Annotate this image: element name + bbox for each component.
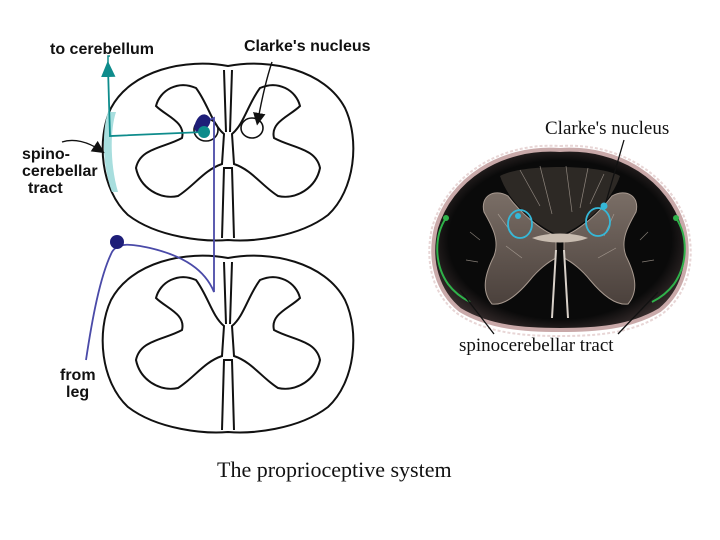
label-spinocerebellar-tract-photo: spinocerebellar tract: [459, 335, 614, 356]
photo-tract-right-dot: [673, 215, 679, 221]
photo-tract-pointer-right: [617, 291, 659, 335]
lower-ventral-fissure: [221, 359, 235, 431]
lower-spinal-section: [101, 254, 355, 434]
tract-highlight: [103, 112, 118, 192]
label-from-leg-line-2: leg: [66, 384, 90, 401]
upper-ventral-fissure: [221, 167, 235, 239]
photo-clarkes-nucleus-right: [585, 207, 611, 237]
photo-clarkes-nucleus-left: [507, 209, 533, 239]
upper-spinal-section: [101, 62, 355, 242]
lower-dorsal-septum: [223, 261, 233, 325]
photo-clarkes-nucleus-right-cell: [600, 202, 608, 210]
to-cerebellum-pointer: [107, 55, 110, 68]
tract-pointer: [61, 139, 105, 154]
label-to-cerebellum: to cerebellum: [50, 41, 155, 58]
clarkes-nucleus-pointer: [253, 61, 273, 126]
label-from-leg: from leg: [60, 367, 96, 401]
lower-gray-matter-left: [134, 276, 226, 390]
photo-tract-pointer-left: [459, 289, 495, 335]
photo-fiber-texture: [465, 165, 655, 263]
photo-tract-left: [436, 217, 471, 303]
label-tract-line-1: spino-: [22, 146, 70, 163]
upper-dorsal-septum: [223, 69, 233, 133]
photo-clarkes-pointer: [605, 139, 625, 203]
photo-commissure: [532, 233, 588, 243]
drg-cell-body: [110, 235, 124, 249]
upper-cord-outline: [101, 62, 355, 242]
photo-tract-right: [651, 217, 686, 303]
label-tract-line-2: cerebellar: [22, 163, 98, 180]
photo-section: [428, 139, 692, 338]
photo-tract-left-dot: [443, 215, 449, 221]
label-spinocerebellar-tract-diagram: spino- cerebellar tract: [22, 146, 98, 197]
label-clarkes-nucleus-diagram: Clarke's nucleus: [244, 38, 371, 55]
upper-gray-matter-left: [134, 84, 226, 198]
label-from-leg-line-1: from: [60, 367, 96, 384]
lower-cord-outline: [101, 254, 355, 434]
upper-gray-matter-right: [230, 84, 322, 198]
figure-caption: The proprioceptive system: [217, 457, 452, 482]
sensory-fiber-from-leg: [85, 116, 215, 361]
photo-ventral-fissure: [551, 249, 569, 319]
photo-gray-matter: [482, 192, 638, 305]
ascending-axon: [101, 60, 205, 137]
photo-outer-rim: [428, 144, 692, 338]
upper-clarkes-nucleus-right: [240, 117, 264, 139]
label-clarkes-nucleus-photo: Clarke's nucleus: [545, 118, 670, 139]
label-tract-line-3: tract: [28, 180, 63, 197]
lower-gray-matter-right: [230, 276, 322, 390]
photo-clarkes-nucleus-left-cell: [515, 213, 521, 219]
proprioceptive-pathway: [61, 55, 273, 361]
photo-dorsal-white-matter: [500, 167, 620, 236]
